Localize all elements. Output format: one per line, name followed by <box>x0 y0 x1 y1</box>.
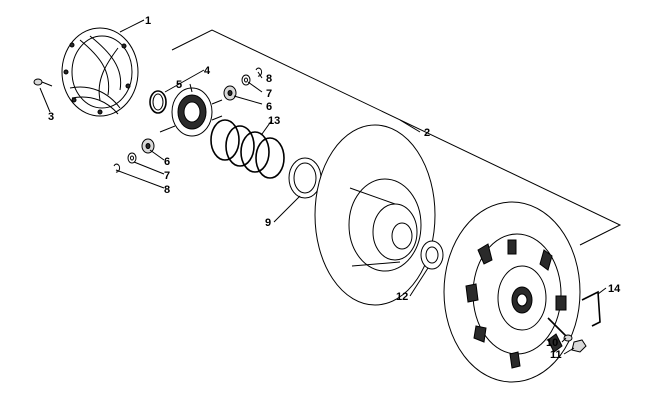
callout-9: 9 <box>265 217 271 229</box>
callout-3: 3 <box>48 111 54 123</box>
part-clip-upper <box>255 67 263 77</box>
part-washer-lower <box>127 152 137 164</box>
part-roller-lower <box>141 138 155 154</box>
part-nut <box>571 339 587 353</box>
callout-1: 1 <box>145 15 151 27</box>
leader-lines <box>39 19 607 355</box>
part-screw <box>33 78 53 87</box>
callout-6-lower: 6 <box>164 156 170 168</box>
callout-14: 14 <box>608 283 621 295</box>
part-movable-sheave <box>314 124 436 306</box>
part-thrust-washer <box>420 240 444 270</box>
part-roller-upper <box>223 85 237 101</box>
callout-7-lower: 7 <box>164 170 170 182</box>
callout-8-lower: 8 <box>164 184 170 196</box>
part-washer-upper <box>241 74 251 86</box>
callout-12: 12 <box>396 291 408 303</box>
part-cam-cover <box>61 27 139 117</box>
callout-8-upper: 8 <box>266 73 272 85</box>
part-spring <box>210 119 285 179</box>
callout-labels: 1 2 3 4 5 6 7 8 6 7 8 9 10 11 12 13 14 <box>48 15 621 361</box>
assembly-bracket <box>171 29 622 246</box>
callout-11: 11 <box>550 349 562 361</box>
callout-7-upper: 7 <box>266 88 272 100</box>
part-seal-ring <box>288 157 322 199</box>
callout-13: 13 <box>268 115 280 127</box>
callout-5: 5 <box>176 79 182 91</box>
part-hub-bearing <box>159 87 223 137</box>
part-clip-lower <box>113 163 121 173</box>
part-bolt <box>547 317 573 342</box>
part-hex-key <box>581 290 601 327</box>
callout-6-upper: 6 <box>266 101 272 113</box>
part-snap-ring <box>149 90 167 114</box>
callout-2: 2 <box>424 127 430 139</box>
callout-10: 10 <box>546 337 558 349</box>
callout-4: 4 <box>204 65 211 77</box>
part-fixed-sheave <box>443 201 581 383</box>
